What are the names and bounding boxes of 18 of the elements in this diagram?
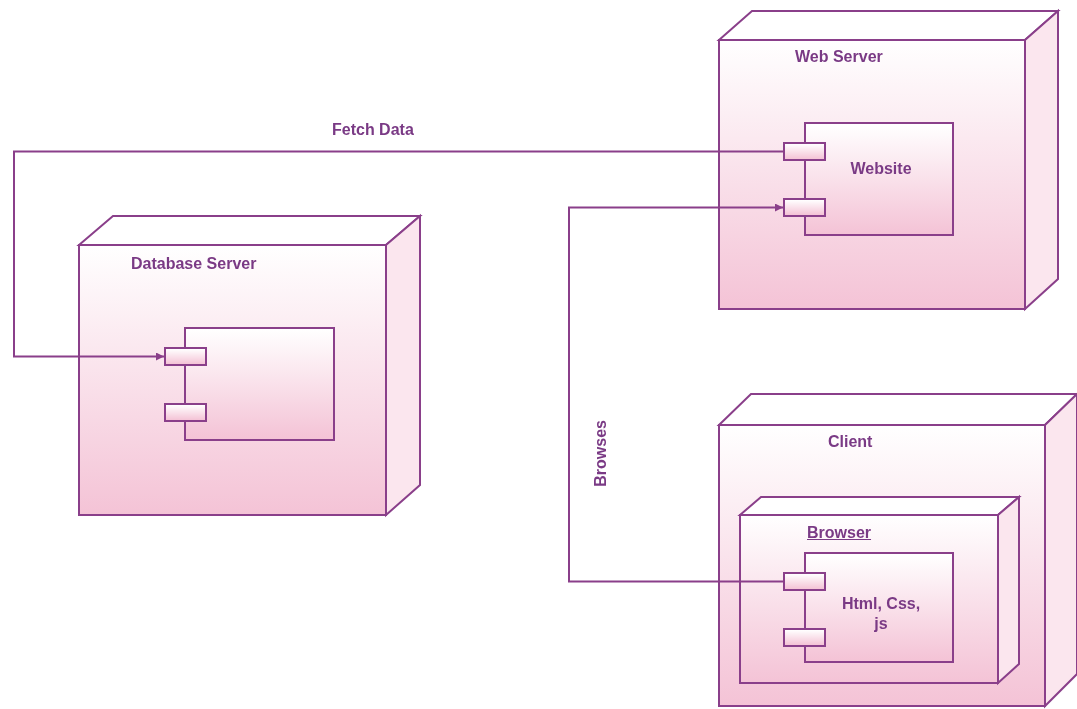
connector-arrow [568,203,784,583]
port-box [164,403,207,422]
connector-arrow [13,150,784,361]
node-title: Browser [807,524,872,542]
port-box [783,198,826,217]
node-title: Database Server [131,255,257,273]
component-label: Website [849,159,913,179]
edge-label: Browses [591,420,610,487]
node-title: Client [828,433,873,451]
component-label: Html, Css, js [840,594,922,634]
component-box [804,122,954,236]
port-box [783,572,826,591]
component-box [184,327,335,441]
port-box [164,347,207,366]
node-title: Web Server [795,48,883,66]
port-box [783,142,826,161]
port-box [783,628,826,647]
component-box [804,552,954,663]
